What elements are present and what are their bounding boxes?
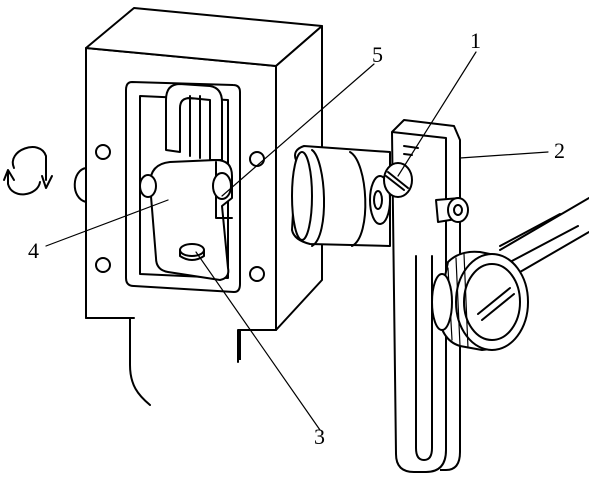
rotation-arrow-upper bbox=[11, 146, 47, 181]
rocker-part-4 bbox=[139, 159, 233, 281]
rotation-arrows bbox=[3, 146, 53, 196]
mounting-hole bbox=[95, 257, 111, 273]
callout-5: 5 bbox=[372, 42, 383, 67]
leader-line-4 bbox=[45, 199, 169, 247]
leader-lines bbox=[45, 51, 549, 431]
leader-line-2 bbox=[459, 151, 549, 159]
callout-4: 4 bbox=[28, 238, 39, 263]
leader-line-5 bbox=[221, 63, 375, 197]
mounting-hole bbox=[249, 266, 265, 282]
callout-3: 3 bbox=[314, 424, 325, 449]
leader-line-3 bbox=[195, 251, 321, 431]
slotted-guide bbox=[165, 83, 223, 161]
shaft-sleeve bbox=[291, 145, 391, 247]
callout-2: 2 bbox=[554, 138, 565, 163]
lever-arm-part-2 bbox=[383, 119, 469, 473]
rotation-arrow-lower bbox=[7, 171, 41, 196]
callout-1: 1 bbox=[470, 28, 481, 53]
leader-line-1 bbox=[397, 51, 477, 177]
arrow-head bbox=[41, 175, 53, 189]
adjusting-nut bbox=[431, 197, 589, 351]
arrow-head bbox=[3, 169, 15, 181]
mounting-hole bbox=[95, 144, 111, 160]
